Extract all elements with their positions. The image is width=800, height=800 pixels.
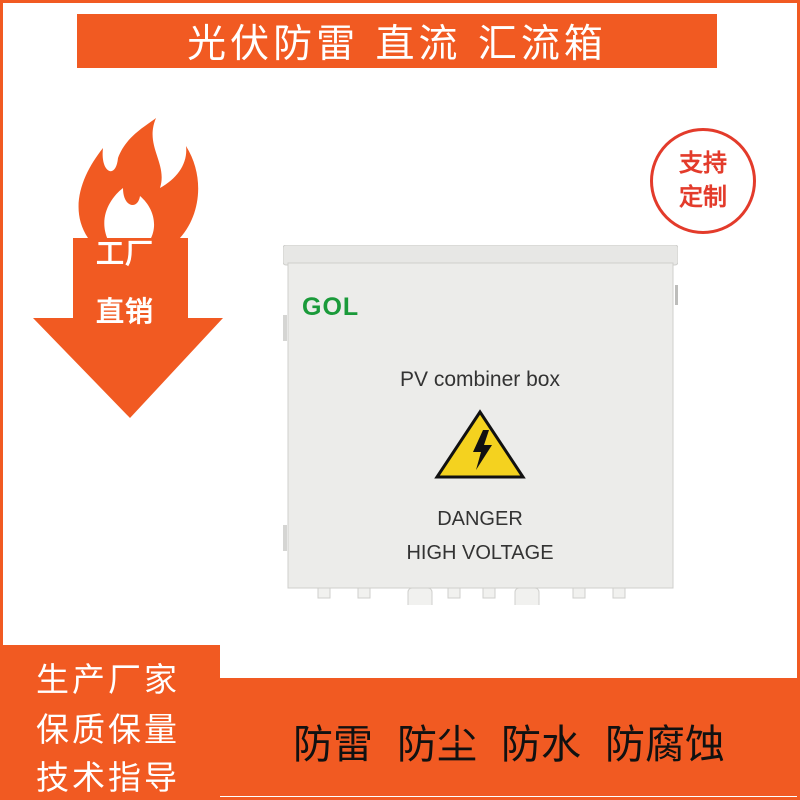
custom-badge-line2: 定制 [679, 183, 727, 211]
flame-arrow-icon [33, 118, 223, 418]
custom-badge-line1: 支持 [679, 149, 727, 178]
features-band [220, 678, 800, 796]
feature-item: 防水 [501, 722, 581, 768]
feature-item: 防尘 [397, 722, 477, 768]
warning-line2: HIGH VOLTAGE [406, 542, 554, 564]
brand-logo: GOL [302, 293, 360, 321]
feature-item: 防雷 [293, 722, 373, 768]
custom-badge: 支持 定制 [650, 128, 756, 234]
guarantee-item: 技术指导 [36, 758, 180, 797]
product-label: PV combiner box [400, 368, 560, 391]
combiner-box-image [283, 245, 678, 605]
promo-line1: 工厂 [95, 237, 154, 270]
title-banner: 光伏防雷 直流 汇流箱 [77, 14, 717, 68]
feature-list: 防雷 防尘 防水 防腐蚀 [293, 712, 725, 770]
warning-line1: DANGER [437, 508, 523, 530]
guarantee-item: 保质保量 [36, 710, 180, 749]
promo-line2: 直销 [95, 295, 154, 328]
guarantee-item: 生产厂家 [36, 660, 180, 699]
guarantee-panel: 生产厂家 保质保量 技术指导 [0, 645, 220, 800]
feature-item: 防腐蚀 [605, 722, 725, 768]
